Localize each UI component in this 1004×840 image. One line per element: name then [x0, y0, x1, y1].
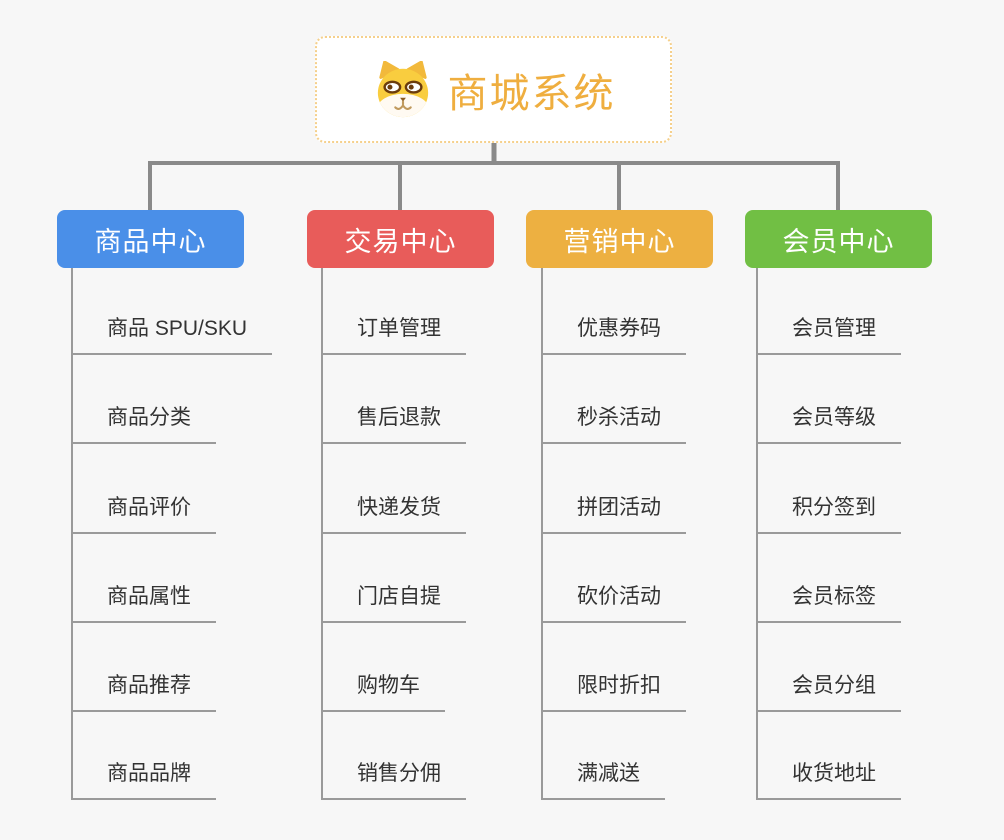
- leaf-1-4[interactable]: 购物车: [322, 671, 445, 712]
- leaf-0-0[interactable]: 商品 SPU/SKU: [72, 314, 273, 355]
- leaf-1-1[interactable]: 售后退款: [322, 403, 466, 444]
- leaf-3-4[interactable]: 会员分组: [757, 671, 901, 712]
- leaf-2-3[interactable]: 砍价活动: [542, 582, 686, 623]
- leaf-0-1[interactable]: 商品分类: [72, 403, 216, 444]
- branch-product-center[interactable]: 商品中心: [57, 210, 244, 268]
- dog-face-icon: [372, 60, 434, 119]
- leaf-1-2[interactable]: 快递发货: [322, 493, 466, 534]
- leaf-0-2[interactable]: 商品评价: [72, 493, 216, 534]
- root-node[interactable]: 商城系统: [315, 36, 672, 143]
- leaf-1-0[interactable]: 订单管理: [322, 314, 466, 355]
- leaf-2-4[interactable]: 限时折扣: [542, 671, 686, 712]
- root-title: 商城系统: [447, 71, 616, 116]
- leaf-0-3[interactable]: 商品属性: [72, 582, 216, 623]
- leaf-3-5[interactable]: 收货地址: [757, 759, 901, 800]
- leaf-1-3[interactable]: 门店自提: [322, 582, 466, 623]
- leaf-3-3[interactable]: 会员标签: [757, 582, 901, 623]
- leaf-2-1[interactable]: 秒杀活动: [542, 403, 686, 444]
- leaf-2-5[interactable]: 满减送: [542, 759, 665, 800]
- leaf-2-2[interactable]: 拼团活动: [542, 493, 686, 534]
- branch-trade-center[interactable]: 交易中心: [307, 210, 494, 268]
- leaf-3-2[interactable]: 积分签到: [757, 493, 901, 534]
- leaf-0-4[interactable]: 商品推荐: [72, 671, 216, 712]
- leaf-3-1[interactable]: 会员等级: [757, 403, 901, 444]
- leaf-1-5[interactable]: 销售分佣: [322, 759, 466, 800]
- leaf-3-0[interactable]: 会员管理: [757, 314, 901, 355]
- leaf-2-0[interactable]: 优惠券码: [542, 314, 686, 355]
- branch-marketing-center[interactable]: 营销中心: [526, 210, 713, 268]
- leaf-0-5[interactable]: 商品品牌: [72, 759, 216, 800]
- branch-member-center[interactable]: 会员中心: [745, 210, 932, 268]
